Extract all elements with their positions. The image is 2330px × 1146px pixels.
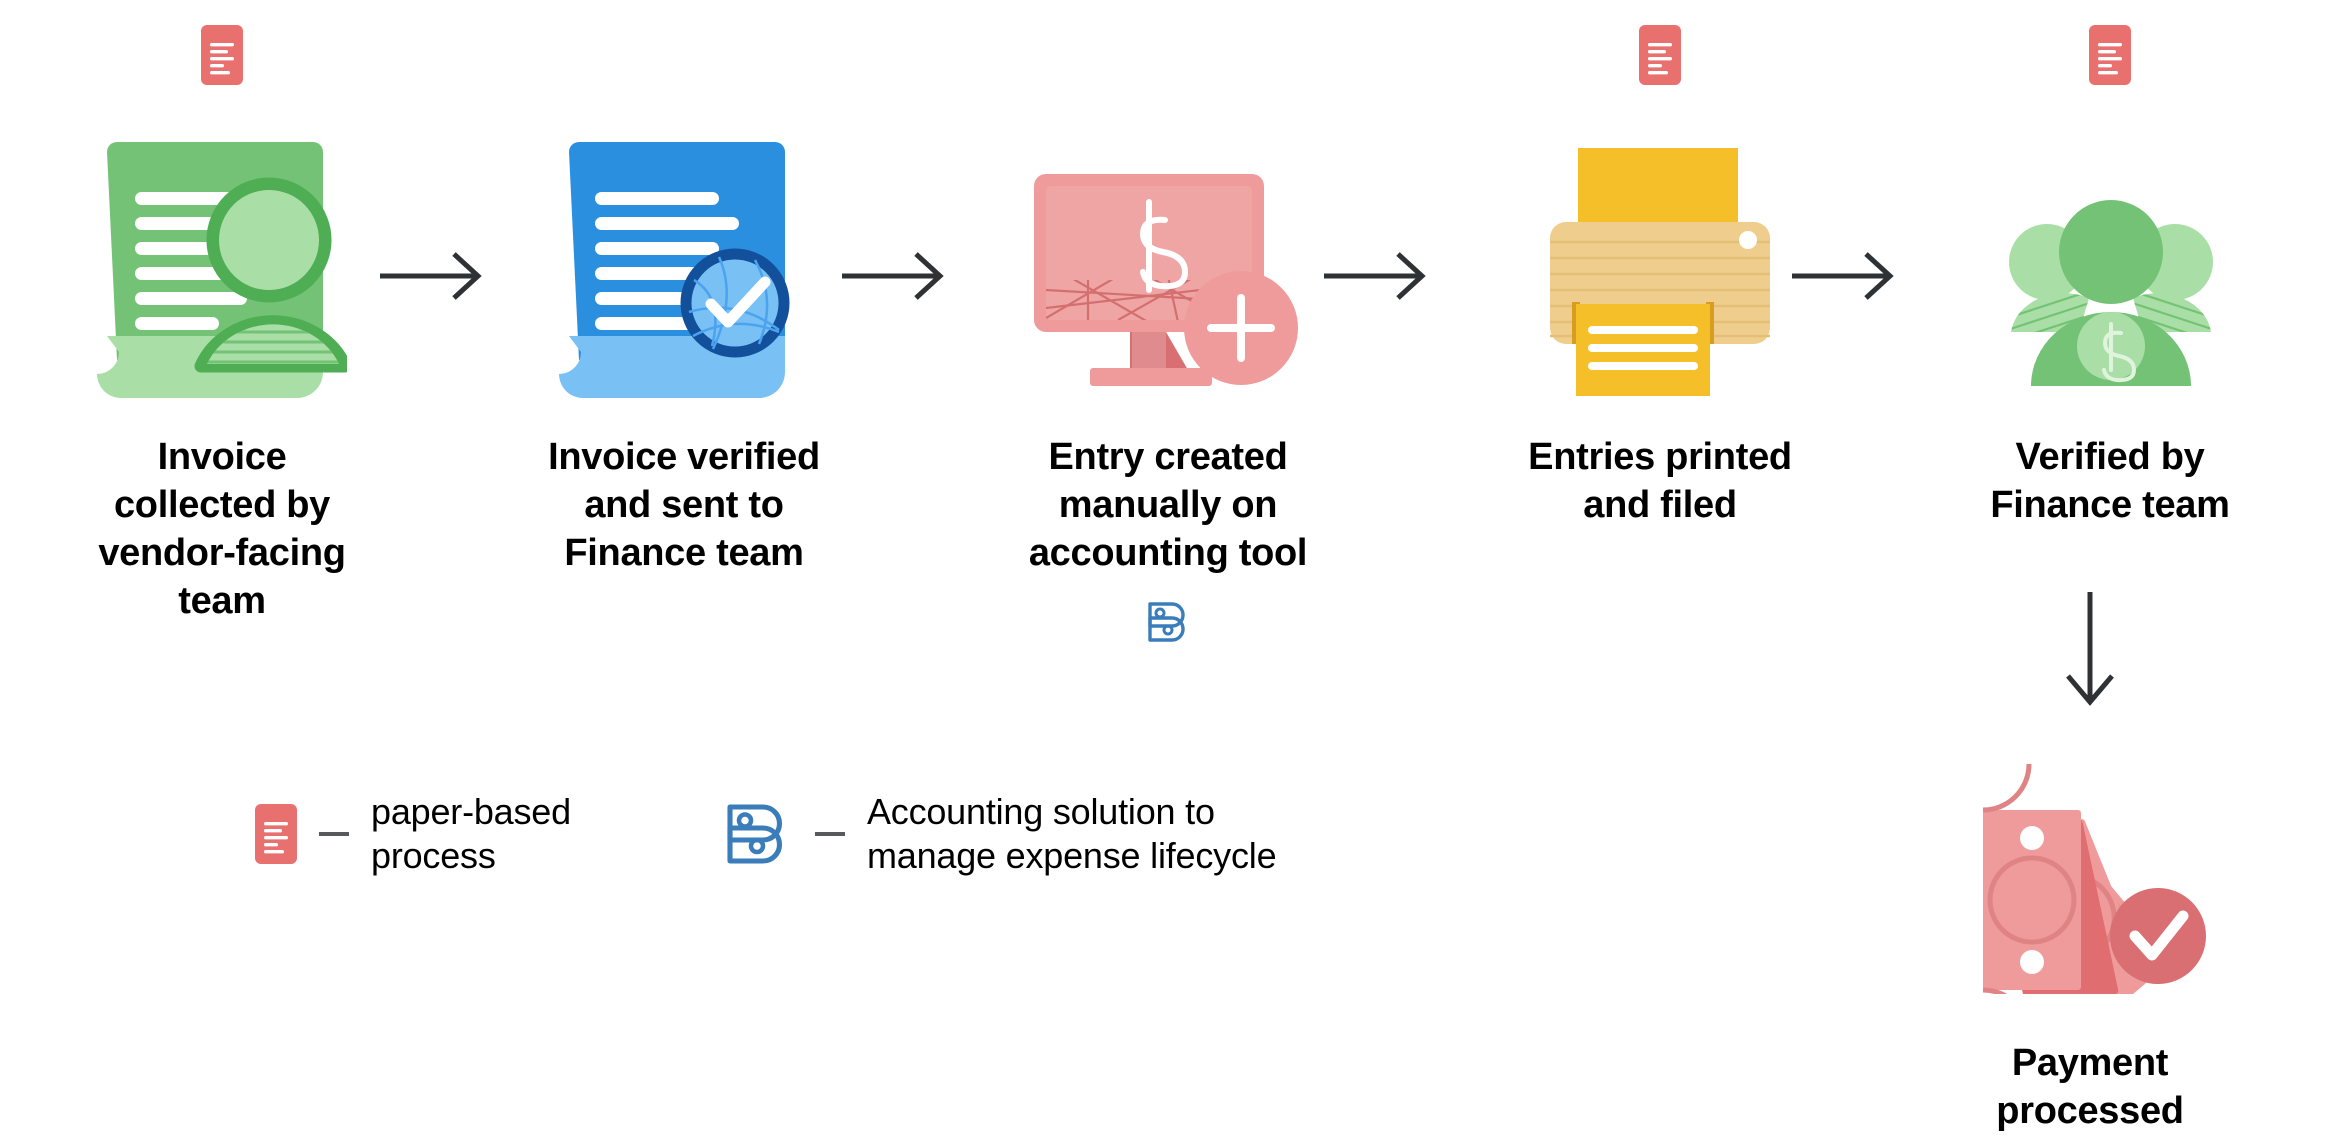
payment-branch: Payment processed [1920,590,2260,1136]
right-arrow-icon [380,252,482,300]
entries-printed-illustration [1550,110,1770,400]
accounting-b-logo-icon [721,798,793,870]
right-arrow-icon [842,252,944,300]
paper-based-badge-4 [1639,0,1681,110]
legend-item-paper-based[interactable]: paper-based process [255,790,571,878]
right-arrow-icon [1792,252,1894,300]
connector-arrow-2 [840,246,950,306]
flow-step-entry-created[interactable]: Entry created manually on accounting too… [958,0,1378,646]
pink-monitor-dollar-icon [1034,174,1298,386]
connector-arrow-4 [1790,246,1900,306]
paper-doc-icon [201,25,243,85]
invoice-collected-illustration [97,110,347,400]
diagram-legend: paper-based process Accounting solution … [255,790,1277,878]
blue-invoice-verified-icon [559,142,790,398]
paper-doc-icon [1639,25,1681,85]
green-invoice-person-icon [97,142,347,398]
paper-based-badge-1 [201,0,243,110]
flow-step-label: Verified by Finance team [1990,436,2230,526]
connector-arrow-1 [378,246,488,306]
flow-step-verified-finance[interactable]: Verified by Finance team [1900,0,2320,530]
pink-money-check-icon [1982,763,2206,994]
legend-item-accounting-solution[interactable]: Accounting solution to manage expense li… [721,790,1277,878]
legend-label: Accounting solution to manage expense li… [866,791,1277,876]
accounting-tool-marker [1144,598,1192,646]
right-arrow-icon [1324,252,1426,300]
flow-step-invoice-collected[interactable]: Invoice collected by vendor-facing team [12,0,432,626]
entry-created-illustration [1028,110,1308,400]
connector-arrow-3 [1322,246,1432,306]
flow-step-label: Entries printed and filed [1528,436,1792,526]
payment-processed-label: Payment processed [1996,1042,2184,1132]
accounting-b-logo-icon [1148,601,1185,642]
flow-step-invoice-verified[interactable]: Invoice verified and sent to Finance tea… [474,0,894,578]
legend-separator-dash [814,831,845,836]
legend-separator-dash [319,831,349,836]
paper-based-badge-5 [2089,0,2131,110]
flow-step-label: Invoice collected by vendor-facing team [98,436,346,622]
green-finance-team-icon [2009,200,2213,386]
flow-step-label: Invoice verified and sent to Finance tea… [548,436,820,574]
finance-team-illustration [1995,110,2225,400]
yellow-printer-icon [1550,148,1770,396]
paper-doc-icon [255,803,297,864]
paper-doc-icon [2089,25,2131,85]
flow-step-entries-printed[interactable]: Entries printed and filed [1450,0,1870,530]
process-flow-row: Invoice collected by vendor-facing team [12,0,2320,646]
flow-step-label: Entry created manually on accounting too… [1028,436,1308,574]
connector-arrow-down [2060,590,2120,710]
down-arrow-icon [2066,592,2114,706]
legend-label: paper-based process [371,791,571,876]
payment-processed-illustration [1955,744,2225,994]
invoice-verified-illustration [559,110,809,400]
